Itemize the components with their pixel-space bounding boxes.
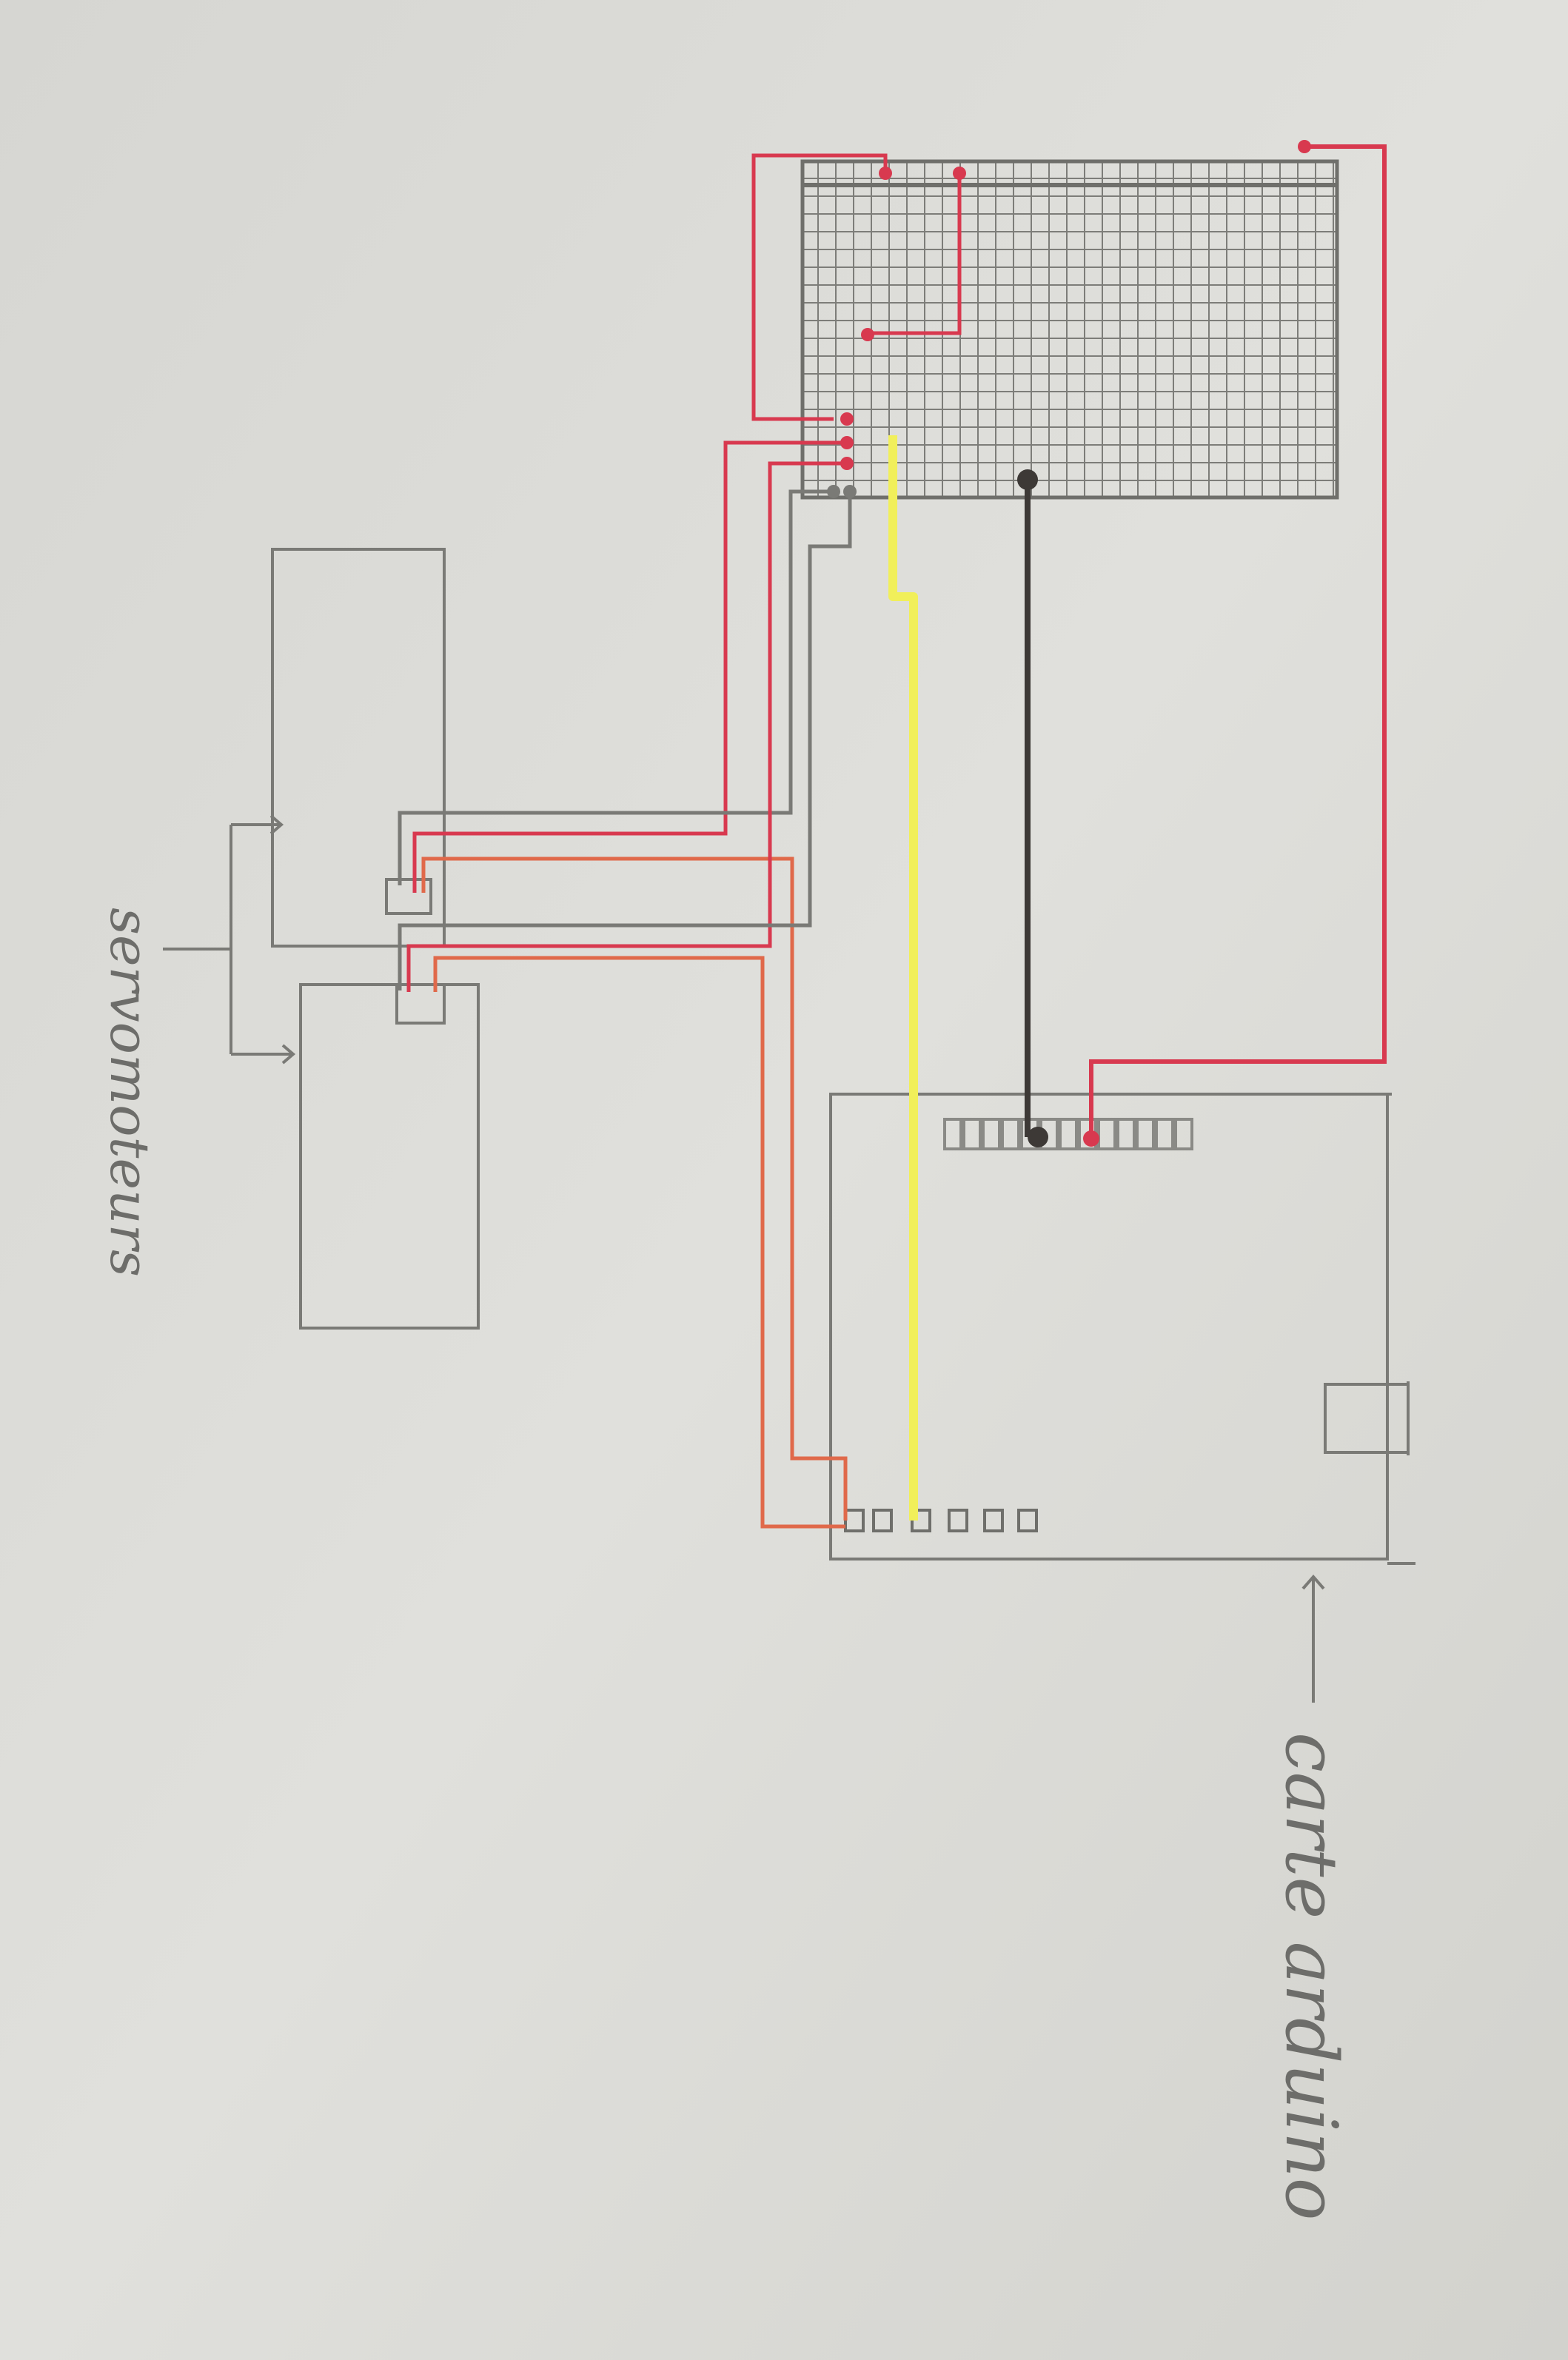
junction-dot [1083, 1130, 1099, 1147]
breadboard [800, 159, 1339, 500]
arduino-board [829, 1093, 1415, 1565]
servo-bottom-wire-orange [433, 956, 845, 1529]
breadboard-jumper-red [751, 153, 888, 173]
junction-dot [1298, 140, 1311, 153]
servo-bottom-wire-grey [398, 492, 852, 990]
junction-dot [1017, 469, 1038, 490]
breadboard-jumper-red [868, 173, 962, 335]
arduino-label-arrow [1301, 1574, 1325, 1703]
servo-top-wire-grey [398, 489, 834, 885]
servo-connector-top [385, 878, 432, 915]
signal-wire-yellow [888, 435, 918, 1521]
junction-dot [953, 167, 966, 180]
arduino-label: carte arduino [1270, 1732, 1353, 2221]
power-wire-red [1089, 144, 1387, 1139]
servo-motor-bottom [299, 983, 480, 1330]
servo-motor-top [271, 548, 446, 948]
junction-dot [879, 167, 892, 180]
arduino-power-header [943, 1118, 1193, 1150]
servo-bottom-wire-red [406, 461, 847, 992]
servomotor-label: servomoteurs [98, 908, 161, 1277]
servo-top-wire-red [412, 440, 847, 893]
servomotor-label-bracket [163, 814, 296, 1065]
junction-dot [1028, 1127, 1048, 1147]
breadboard-jumper-red [751, 167, 834, 421]
junction-dot [861, 328, 874, 341]
servo-connector-bottom [395, 983, 446, 1025]
servo-top-wire-orange [421, 856, 848, 1521]
